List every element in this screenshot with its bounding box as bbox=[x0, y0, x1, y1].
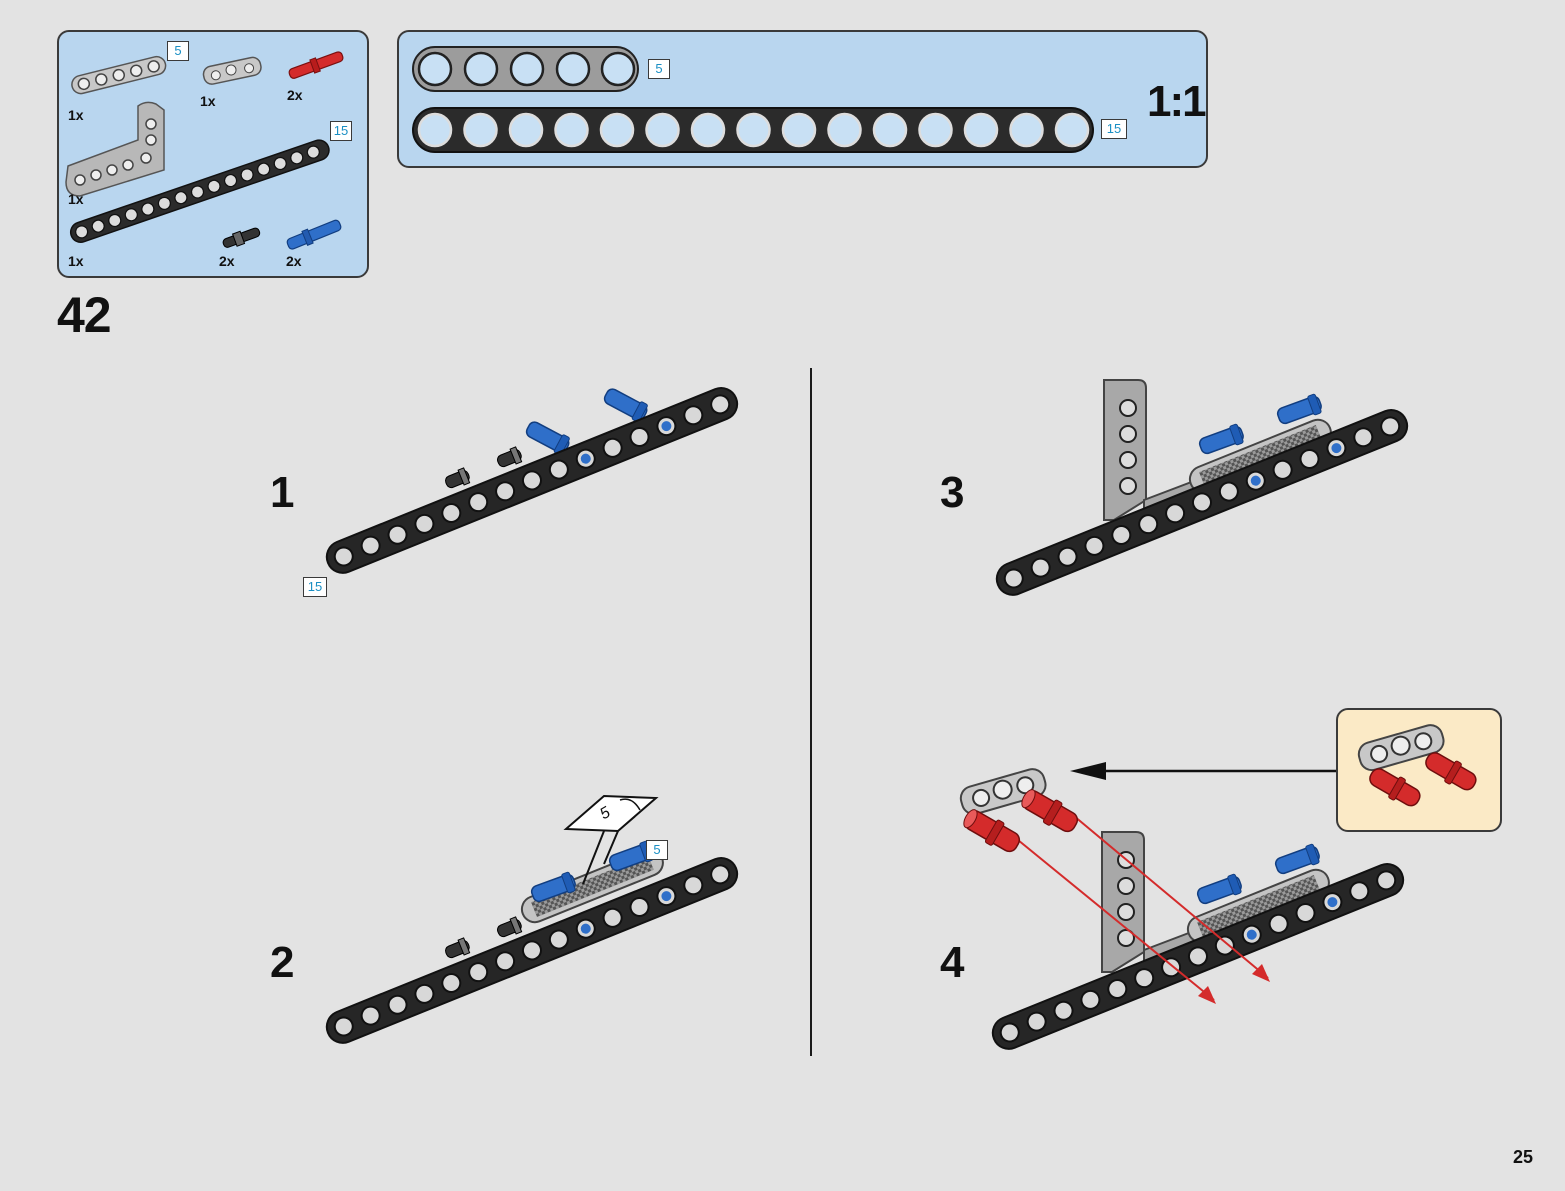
part-pin-red bbox=[288, 51, 344, 79]
part-quantity: 1x bbox=[200, 93, 216, 109]
part-quantity: 2x bbox=[287, 87, 303, 103]
part-quantity: 2x bbox=[286, 253, 302, 269]
part-quantity: 1x bbox=[68, 253, 84, 269]
length-badge: 15 bbox=[1101, 119, 1127, 139]
substep-label: 4 bbox=[940, 938, 965, 987]
substep-label: 2 bbox=[270, 938, 295, 987]
part-beam-15 bbox=[69, 139, 330, 243]
length-badge: 5 bbox=[167, 41, 189, 61]
substep-label: 1 bbox=[270, 468, 295, 517]
scale-beam-5 bbox=[412, 46, 639, 92]
substep-4-art bbox=[957, 762, 1409, 1055]
substep-2-art bbox=[321, 794, 743, 1049]
part-quantity: 2x bbox=[219, 253, 235, 269]
part-connector bbox=[202, 56, 262, 85]
substep-label: 3 bbox=[940, 468, 965, 517]
scale-beam-15 bbox=[412, 107, 1094, 153]
substep-3-art bbox=[991, 379, 1413, 601]
length-badge: 5 bbox=[648, 59, 670, 79]
length-badge: 5 bbox=[646, 840, 668, 860]
scale-label: 1:1 bbox=[1147, 77, 1207, 126]
part-quantity: 1x bbox=[68, 191, 84, 207]
part-beam-5 bbox=[71, 55, 167, 95]
substep-divider bbox=[810, 368, 812, 1056]
length-badge: 15 bbox=[303, 577, 327, 597]
part-angle-beam bbox=[65, 101, 165, 197]
part-pin-black bbox=[222, 227, 261, 248]
length-badge: 15 bbox=[330, 121, 352, 141]
part-axle-pin-blue bbox=[286, 219, 342, 250]
part-quantity: 1x bbox=[68, 107, 84, 123]
step-number: 42 bbox=[57, 287, 112, 343]
page-number: 25 bbox=[1513, 1147, 1534, 1167]
